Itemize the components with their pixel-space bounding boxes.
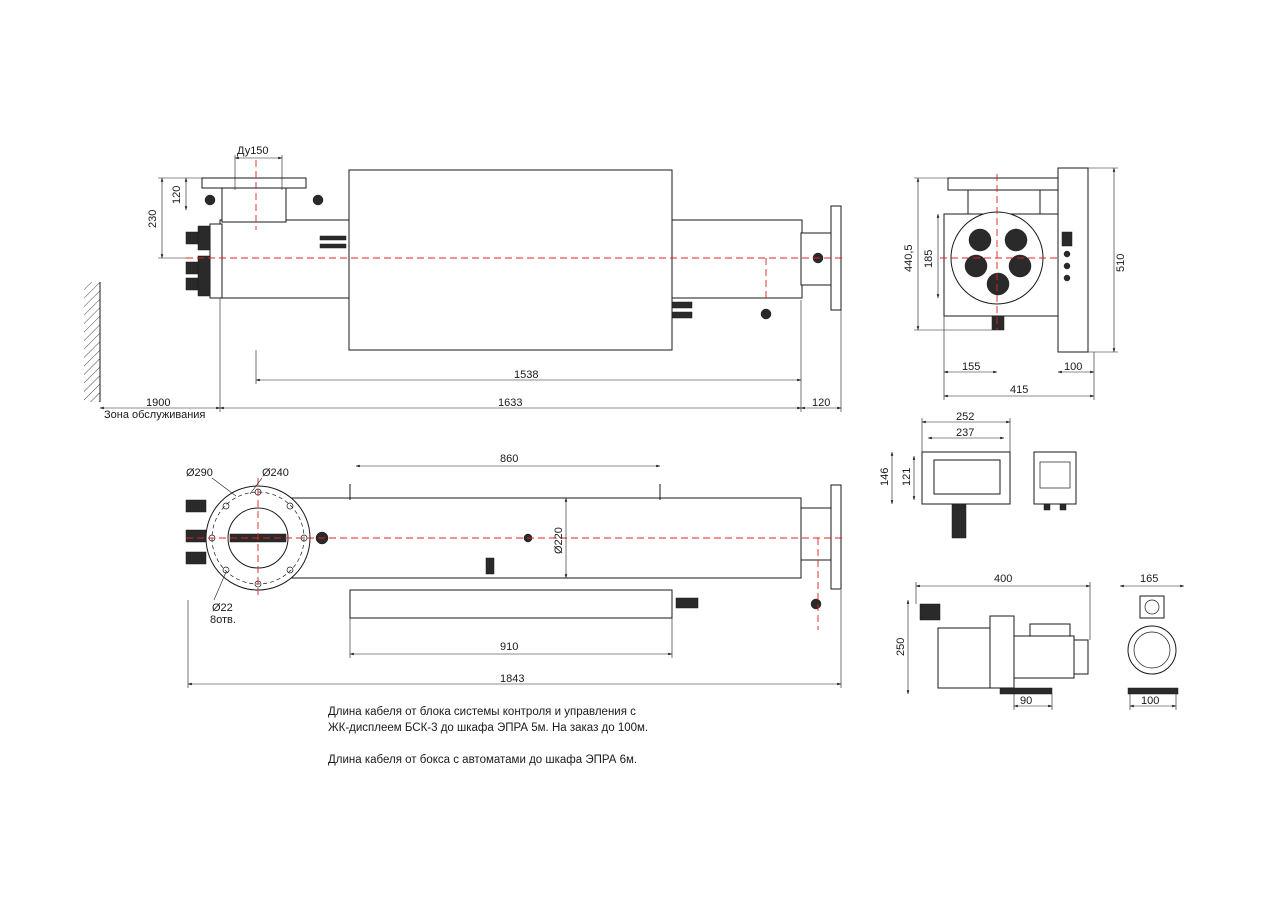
dim-510: 510 [1115, 254, 1127, 272]
tube-right [671, 219, 803, 299]
electronics-box-plan [349, 589, 673, 619]
dn-label: Ду150 [237, 145, 269, 157]
end-view: 440,5 185 510 155 100 415 [903, 167, 1127, 400]
dim-250: 250 [895, 638, 907, 656]
dim-d240: Ø240 [262, 467, 289, 479]
dim-120-v: 120 [171, 186, 183, 204]
dim-8holes: 8отв. [210, 614, 236, 626]
note-line-1: Длина кабеля от блока системы контроля и… [328, 706, 636, 718]
dim-d290: Ø290 [186, 467, 213, 479]
dim-1900: 1900 [146, 397, 170, 409]
dim-100-end: 100 [1064, 361, 1082, 373]
notes: Длина кабеля от блока системы контроля и… [328, 704, 648, 768]
dim-1538: 1538 [514, 369, 538, 381]
pump-motor [1013, 635, 1075, 679]
dim-120-h: 120 [812, 397, 830, 409]
control-unit: 252 237 146 121 [879, 411, 1077, 539]
electronics-box [348, 169, 673, 351]
dim-252: 252 [956, 411, 974, 423]
dim-185: 185 [923, 250, 935, 268]
pump-end [1127, 625, 1177, 675]
dim-d220: Ø220 [553, 527, 565, 554]
service-zone-label: Зона обслуживания [104, 409, 205, 421]
note-line-3: Длина кабеля от бокса с автоматами до шк… [328, 754, 638, 766]
dim-1633: 1633 [498, 397, 522, 409]
side-view: Ду150 120 230 1538 1633 1900 120 Зона об… [84, 145, 846, 421]
dim-400: 400 [994, 573, 1012, 585]
note-line-2: ЖК-дисплеем БСК-3 до шкафа ЭПРА 5м. На з… [328, 722, 649, 734]
cabinet-side [1057, 167, 1089, 353]
dim-90: 90 [1020, 695, 1032, 707]
dim-415: 415 [1010, 384, 1028, 396]
dim-d22: Ø22 [212, 602, 233, 614]
inlet-flange [201, 177, 307, 189]
wall-hatch [84, 282, 100, 402]
dim-100-pump: 100 [1141, 695, 1159, 707]
dim-440: 440,5 [903, 244, 915, 272]
dim-121: 121 [901, 468, 913, 486]
dim-860: 860 [500, 453, 518, 465]
dim-237: 237 [956, 427, 974, 439]
plan-view: 860 Ø220 910 1843 Ø290 Ø240 Ø22 8отв. [185, 453, 846, 688]
dim-1843: 1843 [500, 673, 524, 685]
pump: 400 250 90 165 100 [895, 573, 1185, 710]
dim-165: 165 [1140, 573, 1158, 585]
dim-230: 230 [147, 210, 159, 228]
lcd-display [933, 459, 1001, 495]
dim-146: 146 [879, 468, 891, 486]
tube-left [219, 219, 351, 299]
breaker-box [1033, 451, 1077, 505]
dim-910: 910 [500, 641, 518, 653]
pump-housing [937, 627, 991, 689]
dim-155: 155 [962, 361, 980, 373]
